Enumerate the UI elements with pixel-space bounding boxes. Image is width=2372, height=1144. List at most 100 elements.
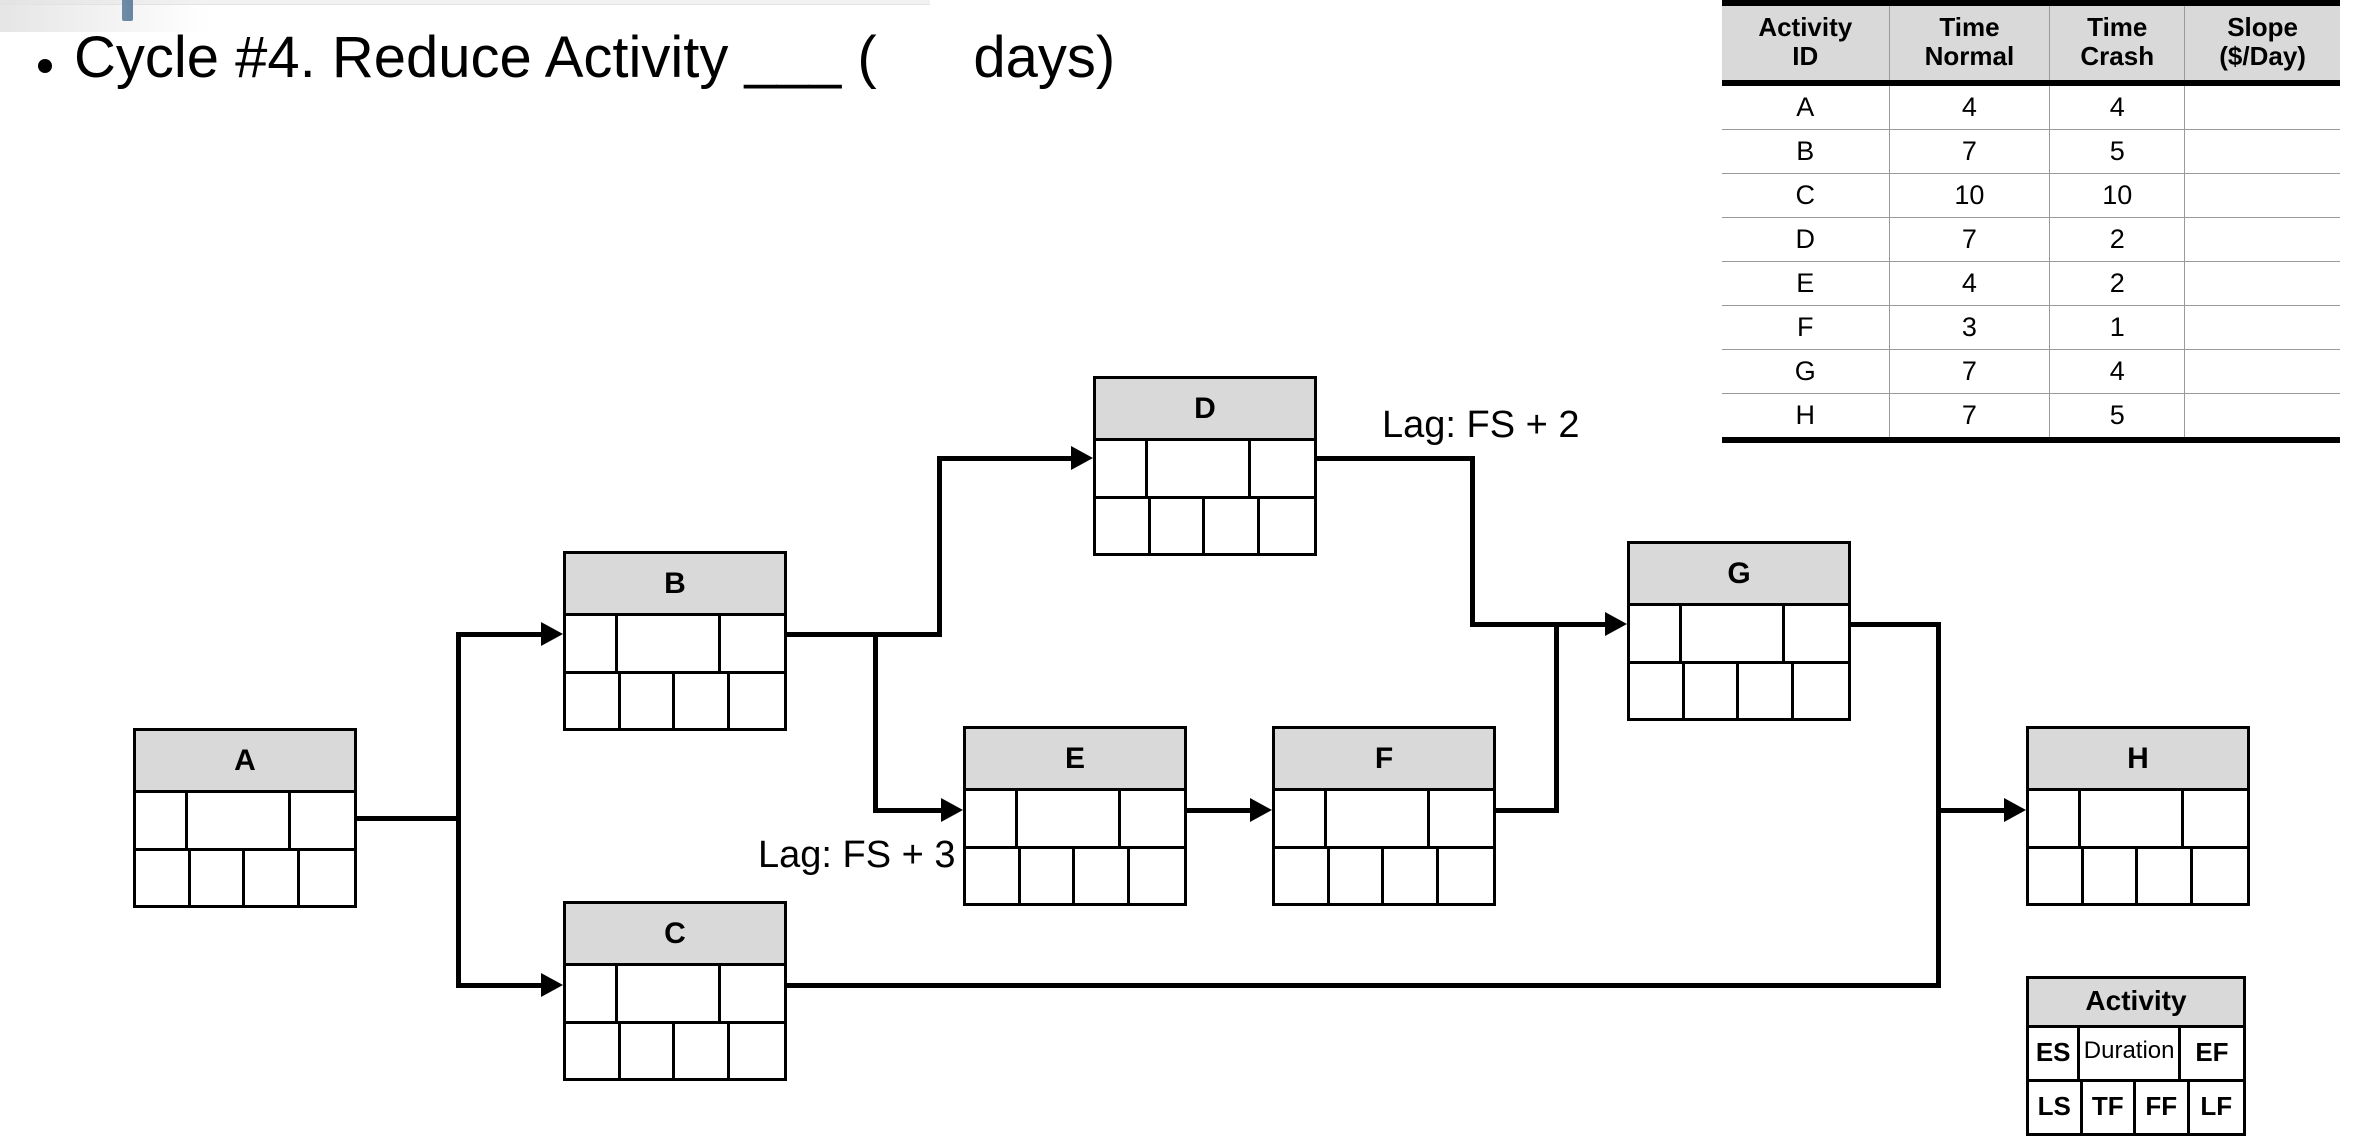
activity-node-c-ef-cell[interactable] <box>720 966 784 1021</box>
cell-slope[interactable] <box>2184 349 2340 395</box>
crash-header-line-2: Crash <box>2080 41 2155 72</box>
activity-node-b-ls-cell[interactable] <box>566 673 621 728</box>
cell-time-crash: 5 <box>2049 393 2186 444</box>
connector-c-out <box>787 983 1941 988</box>
activity-node-d-label: D <box>1096 379 1314 441</box>
cell-slope[interactable] <box>2184 217 2340 263</box>
activity-node-b-ef-cell[interactable] <box>720 616 784 671</box>
activity-node-c-es-cell[interactable] <box>566 966 619 1021</box>
legend-tf-label: TF <box>2083 1082 2136 1133</box>
cell-time-normal: 7 <box>1888 129 2051 175</box>
connector-b-to-d <box>937 456 1071 461</box>
activity-node-g-ff-cell[interactable] <box>1739 663 1794 718</box>
activity-node-g[interactable]: G <box>1627 541 1851 721</box>
activity-node-a-row-late <box>136 850 354 905</box>
activity-node-e-lf-cell[interactable] <box>1129 848 1184 903</box>
activity-node-b-ff-cell[interactable] <box>675 673 730 728</box>
connector-d-to-g <box>1470 622 1605 627</box>
activity-node-f[interactable]: F <box>1272 726 1496 906</box>
activity-node-b-tf-cell[interactable] <box>620 673 675 728</box>
activity-node-c-ff-cell[interactable] <box>675 1023 730 1078</box>
connector-g-to-h-vertical <box>1936 622 1941 813</box>
activity-node-f-ff-cell[interactable] <box>1384 848 1439 903</box>
activity-node-b-dur-cell[interactable] <box>618 616 721 671</box>
cell-activity-id: E <box>1722 261 1890 307</box>
activity-node-b[interactable]: B <box>563 551 787 731</box>
activity-node-h-tf-cell[interactable] <box>2083 848 2138 903</box>
activity-node-b-es-cell[interactable] <box>566 616 619 671</box>
activity-node-d-tf-cell[interactable] <box>1150 498 1205 553</box>
activity-node-d-dur-cell[interactable] <box>1148 441 1251 496</box>
cell-slope[interactable] <box>2184 173 2340 219</box>
activity-node-d-ff-cell[interactable] <box>1205 498 1260 553</box>
activity-node-c[interactable]: C <box>563 901 787 1081</box>
activity-node-g-ef-cell[interactable] <box>1784 606 1848 661</box>
activity-node-d-ef-cell[interactable] <box>1250 441 1314 496</box>
activity-node-e-ef-cell[interactable] <box>1120 791 1184 846</box>
activity-node-h-es-cell[interactable] <box>2029 791 2082 846</box>
activity-node-g-lf-cell[interactable] <box>1793 663 1848 718</box>
activity-node-c-lf-cell[interactable] <box>729 1023 784 1078</box>
cell-activity-id: A <box>1722 83 1890 131</box>
activity-node-a-label: A <box>136 731 354 793</box>
activity-node-h-ef-cell[interactable] <box>2183 791 2247 846</box>
activity-node-a-es-cell[interactable] <box>136 793 189 848</box>
activity-node-g-ls-cell[interactable] <box>1630 663 1685 718</box>
crash-table-head: Activity ID Time Normal Time Crash Slope… <box>1722 0 2340 87</box>
table-row: G 7 4 <box>1722 349 2340 395</box>
crash-table-header-time-crash: Time Crash <box>2049 0 2186 87</box>
activity-node-a[interactable]: A <box>133 728 357 908</box>
connector-a-to-c <box>456 983 541 988</box>
activity-node-f-dur-cell[interactable] <box>1327 791 1430 846</box>
activity-node-f-tf-cell[interactable] <box>1329 848 1384 903</box>
activity-node-g-dur-cell[interactable] <box>1682 606 1785 661</box>
activity-node-a-ls-cell[interactable] <box>136 850 191 905</box>
activity-node-e-tf-cell[interactable] <box>1020 848 1075 903</box>
activity-node-e[interactable]: E <box>963 726 1187 906</box>
cell-slope[interactable] <box>2184 83 2340 131</box>
activity-node-h-ls-cell[interactable] <box>2029 848 2084 903</box>
activity-node-c-ls-cell[interactable] <box>566 1023 621 1078</box>
activity-node-h-dur-cell[interactable] <box>2081 791 2184 846</box>
cell-slope[interactable] <box>2184 129 2340 175</box>
activity-node-c-row-late <box>566 1023 784 1078</box>
activity-node-e-ff-cell[interactable] <box>1075 848 1130 903</box>
activity-node-g-tf-cell[interactable] <box>1684 663 1739 718</box>
table-row: D 7 2 <box>1722 217 2340 263</box>
activity-node-b-label: B <box>566 554 784 616</box>
activity-node-f-lf-cell[interactable] <box>1438 848 1493 903</box>
activity-node-a-dur-cell[interactable] <box>188 793 291 848</box>
activity-node-h-ff-cell[interactable] <box>2138 848 2193 903</box>
activity-node-a-lf-cell[interactable] <box>299 850 354 905</box>
activity-node-c-label: C <box>566 904 784 966</box>
cell-slope[interactable] <box>2184 305 2340 351</box>
lag-label-d-to-g: Lag: FS + 2 <box>1382 404 1580 446</box>
table-row: B 7 5 <box>1722 129 2340 175</box>
activity-node-e-ls-cell[interactable] <box>966 848 1021 903</box>
activity-node-h-lf-cell[interactable] <box>2192 848 2247 903</box>
activity-node-a-tf-cell[interactable] <box>190 850 245 905</box>
activity-node-d-lf-cell[interactable] <box>1259 498 1314 553</box>
activity-node-f-ef-cell[interactable] <box>1429 791 1493 846</box>
activity-node-c-dur-cell[interactable] <box>618 966 721 1021</box>
cell-time-normal: 3 <box>1888 305 2051 351</box>
activity-node-e-dur-cell[interactable] <box>1018 791 1121 846</box>
bullet-dot-icon <box>38 59 52 73</box>
activity-node-a-ef-cell[interactable] <box>290 793 354 848</box>
activity-node-a-ff-cell[interactable] <box>245 850 300 905</box>
activity-node-d[interactable]: D <box>1093 376 1317 556</box>
activity-node-legend: Activity ES Duration EF LS TF FF LF <box>2026 976 2246 1136</box>
connector-b-out <box>787 632 942 637</box>
legend-ls-label: LS <box>2029 1082 2083 1133</box>
activity-node-h[interactable]: H <box>2026 726 2250 906</box>
cell-slope[interactable] <box>2184 261 2340 307</box>
cell-slope[interactable] <box>2184 393 2340 444</box>
activity-node-g-es-cell[interactable] <box>1630 606 1683 661</box>
activity-node-d-ls-cell[interactable] <box>1096 498 1151 553</box>
activity-node-f-ls-cell[interactable] <box>1275 848 1330 903</box>
activity-node-e-es-cell[interactable] <box>966 791 1019 846</box>
activity-node-c-tf-cell[interactable] <box>620 1023 675 1078</box>
activity-node-b-lf-cell[interactable] <box>729 673 784 728</box>
activity-node-f-es-cell[interactable] <box>1275 791 1328 846</box>
activity-node-d-es-cell[interactable] <box>1096 441 1149 496</box>
